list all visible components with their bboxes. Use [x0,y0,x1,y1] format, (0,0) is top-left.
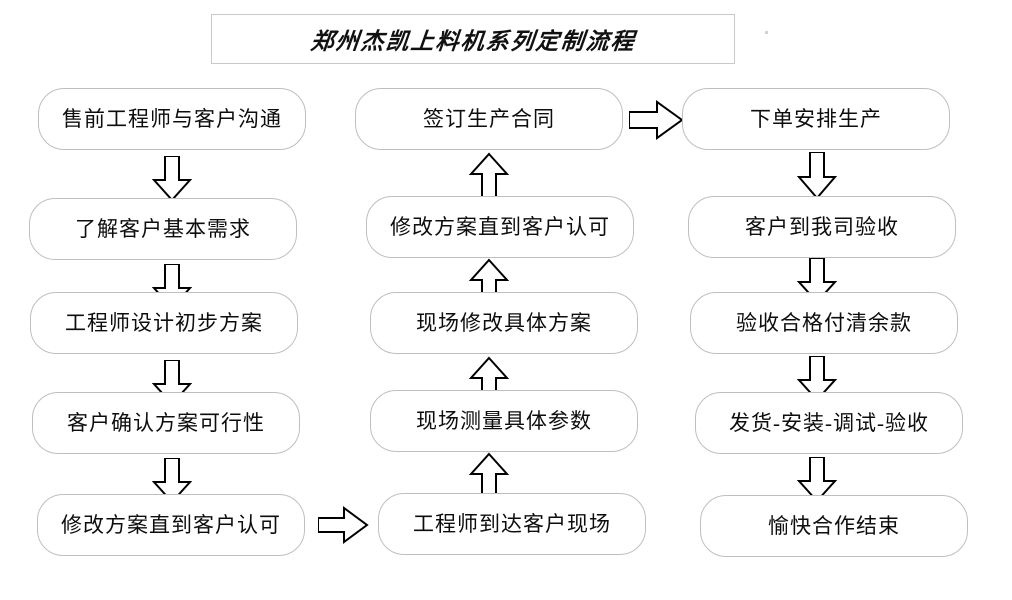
node-engineer-arrive-onsite[interactable]: 工程师到达客户现场 [378,493,646,555]
node-revise-plan-middle[interactable]: 修改方案直到客户认可 [366,196,634,258]
node-label: 客户确认方案可行性 [67,410,265,435]
arrow-up-icon [467,152,511,200]
node-label: 工程师到达客户现场 [413,511,611,536]
node-label: 下单安排生产 [750,106,882,131]
arrow-down-icon [795,457,839,503]
title-box: 郑州杰凯上料机系列定制流程 [211,14,735,64]
arrow-down-icon [795,152,839,200]
arrow-down-icon [150,156,194,202]
node-understand-basic-needs[interactable]: 了解客户基本需求 [29,198,297,260]
node-label: 售前工程师与客户沟通 [62,106,282,131]
node-label: 验收合格付清余款 [736,310,912,335]
node-pre-sales-communication[interactable]: 售前工程师与客户沟通 [38,88,306,150]
node-label: 发货-安装-调试-验收 [729,410,929,435]
node-label: 修改方案直到客户认可 [390,214,610,239]
node-engineer-initial-design[interactable]: 工程师设计初步方案 [30,292,298,354]
node-pleasant-cooperation-end[interactable]: 愉快合作结束 [700,495,968,557]
arrow-down-icon [150,458,194,504]
node-onsite-measure-params[interactable]: 现场测量具体参数 [370,390,638,452]
arrow-down-icon [795,356,839,402]
node-label: 签订生产合同 [423,106,555,131]
node-pay-balance-after-acceptance[interactable]: 验收合格付清余款 [690,292,958,354]
node-label: 了解客户基本需求 [75,216,251,241]
node-customer-confirm-feasibility[interactable]: 客户确认方案可行性 [32,392,300,454]
node-label: 现场修改具体方案 [416,310,592,335]
node-label: 修改方案直到客户认可 [61,512,281,537]
node-ship-install-commission-accept[interactable]: 发货-安装-调试-验收 [695,392,963,454]
node-onsite-revise-plan[interactable]: 现场修改具体方案 [370,292,638,354]
node-sign-production-contract[interactable]: 签订生产合同 [355,88,623,150]
node-customer-inspection-at-factory[interactable]: 客户到我司验收 [688,196,956,258]
node-label: 现场测量具体参数 [416,408,592,433]
node-place-order-arrange-production[interactable]: 下单安排生产 [682,88,950,150]
arrow-right-icon [629,100,685,140]
stray-speck [765,31,768,34]
page-title: 郑州杰凯上料机系列定制流程 [308,29,637,54]
node-label: 工程师设计初步方案 [65,310,263,335]
node-label: 客户到我司验收 [745,214,899,239]
arrow-right-icon [318,505,370,545]
node-revise-plan-left[interactable]: 修改方案直到客户认可 [37,494,305,556]
node-label: 愉快合作结束 [768,513,900,538]
